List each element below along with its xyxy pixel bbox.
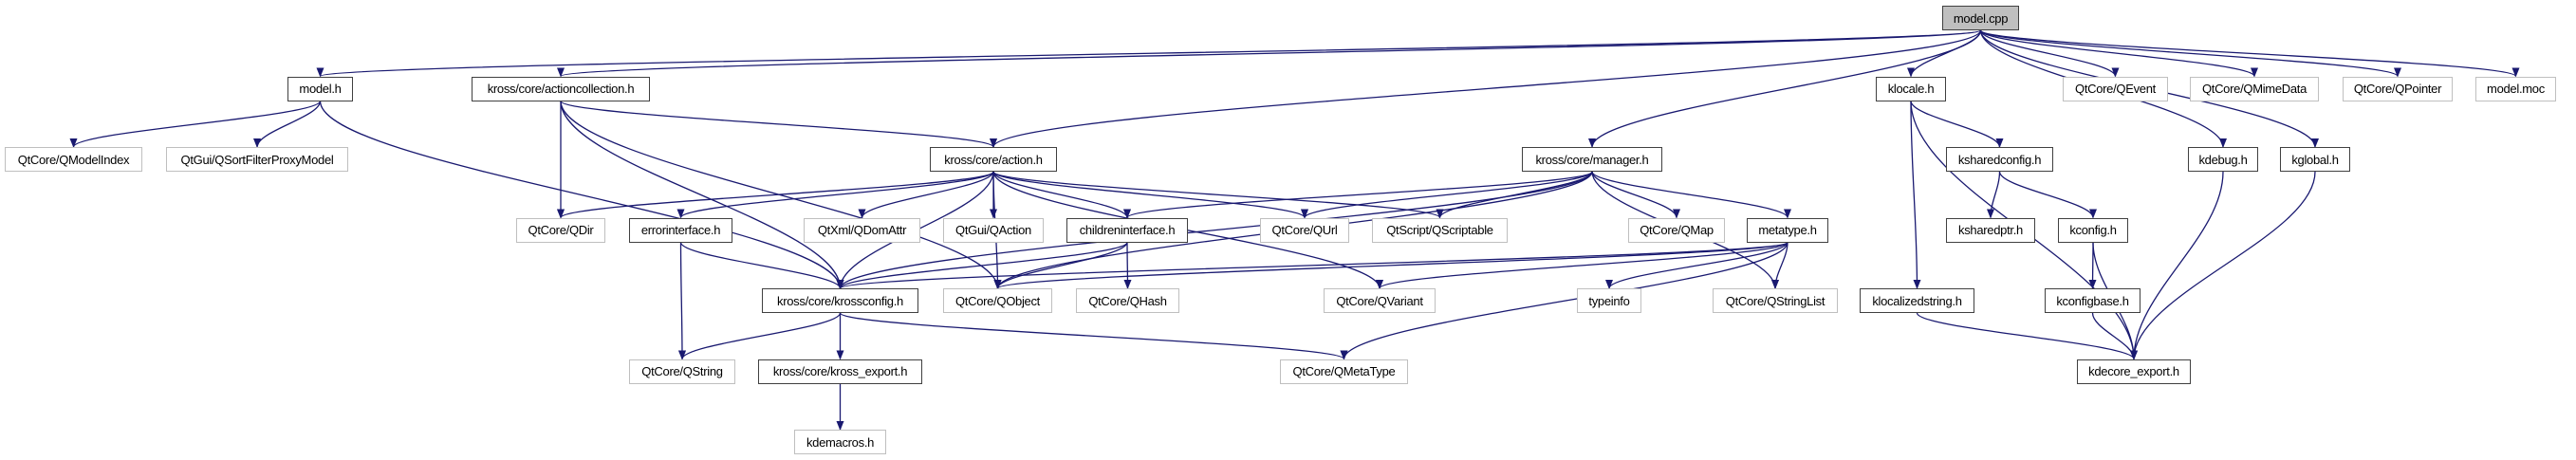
edge-childreninterface-h-to-krossconfig-h — [836, 241, 1128, 289]
node-klocale-h[interactable]: klocale.h — [1876, 76, 1946, 101]
node-kconfigbase-h[interactable]: kconfigbase.h — [2045, 288, 2140, 313]
edge-model-cpp-to-model-moc — [1979, 29, 2520, 78]
edge-manager-h-to-qurl — [1301, 171, 1593, 219]
edge-actioncollection-h-to-action-h — [560, 100, 997, 148]
node-qvariant[interactable]: QtCore/QVariant — [1324, 288, 1436, 313]
node-kconfig-h[interactable]: kconfig.h — [2058, 217, 2128, 243]
node-qobject[interactable]: QtCore/QObject — [943, 288, 1052, 313]
node-model-cpp: model.cpp — [1942, 6, 2019, 30]
edge-metatype-h-to-qobject — [993, 241, 1788, 289]
node-klocalizedstring-h[interactable]: klocalizedstring.h — [1860, 288, 1974, 313]
node-metatype-h[interactable]: metatype.h — [1747, 217, 1828, 243]
edge-errorinterface-h-to-krossconfig-h — [679, 242, 844, 289]
edge-krossconfig-h-to-qstring — [678, 312, 842, 360]
edge-childreninterface-h-to-qobject — [993, 242, 1128, 289]
edge-klocalizedstring-h-to-kdecore-export-h — [1916, 312, 2138, 360]
edge-kglobal-h-to-kdecore-export-h — [2130, 171, 2316, 360]
edge-manager-h-to-metatype-h — [1591, 171, 1791, 219]
node-kdemacros-h[interactable]: kdemacros.h — [794, 430, 886, 454]
edge-ksharedconfig-h-to-ksharedptr-h — [1987, 171, 2001, 219]
edge-metatype-h-to-qvariant — [1376, 241, 1788, 289]
node-qmetatype[interactable]: QtCore/QMetaType — [1280, 359, 1408, 384]
edge-action-h-to-qurl — [992, 171, 1308, 219]
edge-action-h-to-qdomattr — [858, 171, 994, 219]
node-krossconfig-h[interactable]: kross/core/krossconfig.h — [762, 288, 918, 313]
edge-metatype-h-to-qmetatype — [1340, 242, 1788, 360]
node-qpointer[interactable]: QtCore/QPointer — [2343, 76, 2453, 101]
edge-model-cpp-to-qmimedata — [1979, 29, 2258, 78]
node-qaction[interactable]: QtGui/QAction — [943, 217, 1044, 243]
edge-model-cpp-to-model-h — [317, 29, 1982, 78]
node-qmodelindex[interactable]: QtCore/QModelIndex — [5, 147, 142, 172]
node-kdebug-h[interactable]: kdebug.h — [2188, 147, 2258, 172]
node-qstringlist[interactable]: QtCore/QStringList — [1713, 288, 1838, 313]
node-qmimedata[interactable]: QtCore/QMimeData — [2190, 76, 2319, 101]
edge-actioncollection-h-to-krossconfig-h — [560, 101, 844, 289]
edge-krossconfig-h-to-qmetatype — [839, 312, 1348, 360]
node-qstring[interactable]: QtCore/QString — [629, 359, 735, 384]
edge-errorinterface-h-to-qstring — [677, 242, 686, 360]
edge-model-cpp-to-action-h — [990, 29, 1982, 148]
node-qscriptable[interactable]: QtScript/QScriptable — [1372, 217, 1508, 243]
node-action-h[interactable]: kross/core/action.h — [930, 147, 1057, 172]
node-ksharedconfig-h[interactable]: ksharedconfig.h — [1946, 147, 2053, 172]
edge-manager-h-to-childreninterface-h — [1123, 171, 1593, 219]
node-qdir[interactable]: QtCore/QDir — [516, 217, 605, 243]
edge-metatype-h-to-typeinfo — [1605, 242, 1788, 289]
node-ksharedptr-h[interactable]: ksharedptr.h — [1946, 217, 2035, 243]
node-qmap[interactable]: QtCore/QMap — [1628, 217, 1725, 243]
node-manager-h[interactable]: kross/core/manager.h — [1522, 147, 1662, 172]
edge-action-h-to-childreninterface-h — [992, 171, 1131, 219]
node-qhash[interactable]: QtCore/QHash — [1076, 288, 1179, 313]
edge-kdebug-h-to-kdecore-export-h — [2130, 171, 2224, 360]
edge-metatype-h-to-krossconfig-h — [837, 241, 1788, 289]
edge-kconfigbase-h-to-kdecore-export-h — [2091, 312, 2138, 360]
edge-model-cpp-to-qpointer — [1979, 29, 2401, 78]
edge-model-cpp-to-qevent — [1979, 29, 2120, 78]
node-kglobal-h[interactable]: kglobal.h — [2280, 147, 2350, 172]
edge-childreninterface-h-to-qhash — [1123, 242, 1132, 289]
node-qdomattr[interactable]: QtXml/QDomAttr — [804, 217, 920, 243]
node-childreninterface-h[interactable]: childreninterface.h — [1066, 217, 1188, 243]
edge-klocale-h-to-ksharedconfig-h — [1910, 101, 2004, 148]
node-qurl[interactable]: QtCore/QUrl — [1260, 217, 1349, 243]
node-actioncollection-h[interactable]: kross/core/actioncollection.h — [472, 76, 650, 101]
edge-model-h-to-qsortfilter — [253, 101, 322, 148]
node-kross-export-h[interactable]: kross/core/kross_export.h — [758, 359, 922, 384]
node-errorinterface-h[interactable]: errorinterface.h — [629, 217, 732, 243]
node-model-moc[interactable]: model.moc — [2475, 76, 2556, 101]
edge-model-h-to-qmodelindex — [69, 100, 322, 148]
edge-action-h-to-qdir — [557, 171, 994, 219]
edge-model-cpp-to-klocale-h — [1907, 29, 1982, 78]
edge-action-h-to-qscriptable — [992, 171, 1444, 219]
edge-ksharedconfig-h-to-kconfig-h — [1998, 171, 2097, 219]
node-typeinfo[interactable]: typeinfo — [1577, 288, 1641, 313]
edge-metatype-h-to-qstringlist — [1771, 242, 1788, 289]
edge-klocale-h-to-klocalizedstring-h — [1910, 101, 1921, 289]
node-qsortfilter[interactable]: QtGui/QSortFilterProxyModel — [166, 147, 348, 172]
edge-manager-h-to-qmap — [1591, 171, 1680, 219]
edge-model-cpp-to-actioncollection-h — [557, 29, 1982, 78]
node-model-h[interactable]: model.h — [287, 76, 353, 101]
edge-action-h-to-errorinterface-h — [676, 171, 994, 219]
edge-manager-h-to-krossconfig-h — [836, 171, 1593, 289]
node-kdecore-export-h[interactable]: kdecore_export.h — [2077, 359, 2191, 384]
edge-model-h-to-krossconfig-h — [319, 101, 844, 289]
node-qevent[interactable]: QtCore/QEvent — [2063, 76, 2168, 101]
